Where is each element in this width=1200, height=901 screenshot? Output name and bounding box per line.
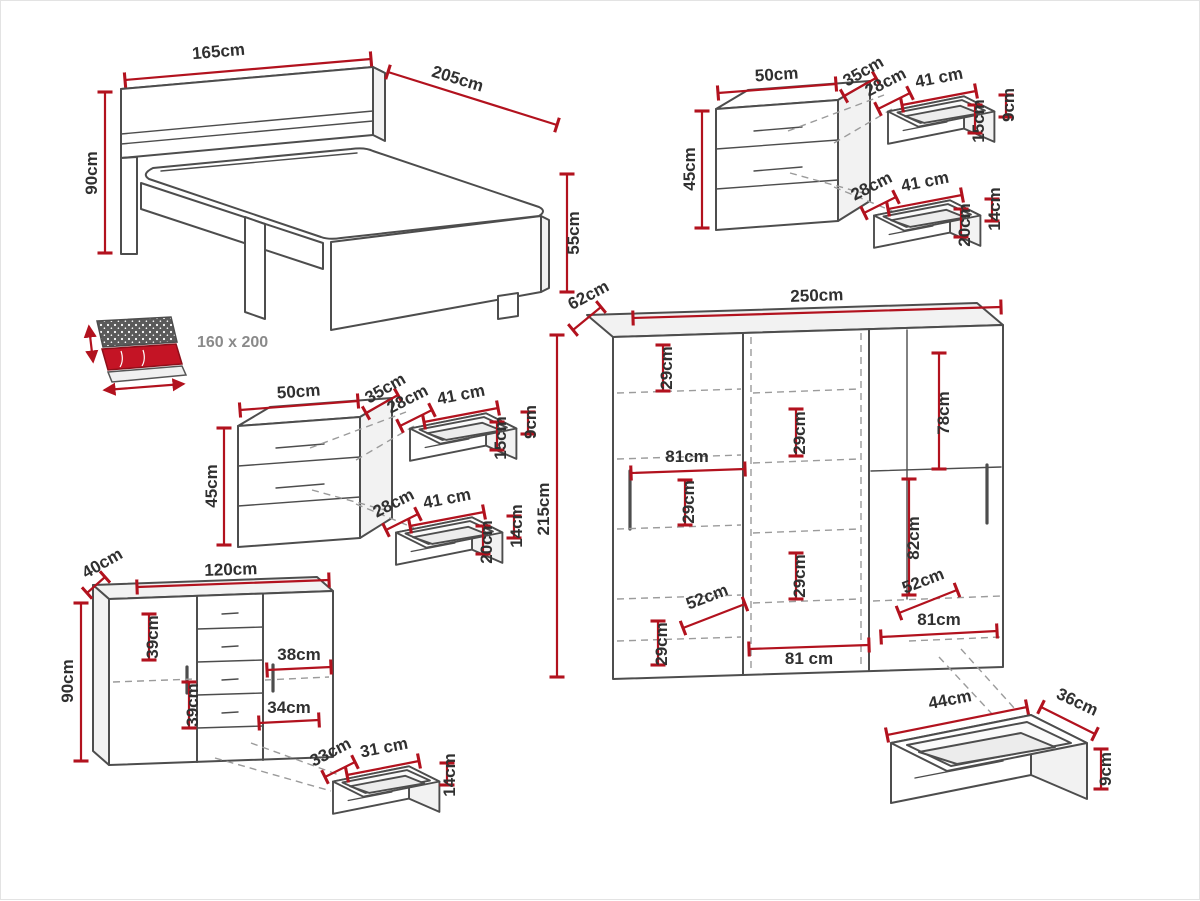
drawer-height-label: 14cm xyxy=(440,753,459,796)
nightstand-height-label: 45cm xyxy=(680,147,699,190)
wardrobe-dimensions: 62cm 250cm 215cm 29cm 78cm 29cm 81cm 29c… xyxy=(534,277,1003,679)
drawer-width-label: 41 cm xyxy=(913,64,964,92)
nightstand-2: 50cm 35cm 45cm 28cm 41 cm 9cm 15cm 28cm … xyxy=(202,369,540,566)
drawer-front-height-label: 15cm xyxy=(491,416,510,459)
bed-outline xyxy=(120,66,550,331)
dresser-i4-label: 34cm xyxy=(267,698,310,717)
wardrobe-i12-label: 81cm xyxy=(917,610,960,629)
wardrobe-i1-label: 29cm xyxy=(657,346,676,389)
drawer-back-height-label: 9cm xyxy=(999,88,1018,122)
nightstand-drawer-top: 28cm 41 cm 9cm 15cm xyxy=(862,64,1018,145)
nightstand-height-label: 45cm xyxy=(202,464,221,507)
drawer-back-height-label: 14cm xyxy=(507,504,526,547)
wardrobe-i5-label: 29cm xyxy=(679,480,698,523)
dresser-outline xyxy=(92,576,334,766)
wardrobe: 62cm 250cm 215cm 29cm 78cm 29cm 81cm 29c… xyxy=(534,277,1016,716)
drawer-front-height-label: 20cm xyxy=(477,520,496,563)
drawer-back-height-label: 14cm xyxy=(985,187,1004,230)
wardrobe-i10-label: 29cm xyxy=(652,622,671,665)
bed-foot-height-label: 55cm xyxy=(564,211,583,254)
drawer-width-label: 41 cm xyxy=(421,485,472,513)
big-drawer-height-label: 9cm xyxy=(1096,752,1115,786)
nightstand-drawer-top: 28cm 41 cm 9cm 15cm xyxy=(384,381,540,462)
nightstand-drawer-bottom: 28cm 41 cm 14cm 20cm xyxy=(370,485,526,566)
bed: 165cm 205cm 90cm 55cm 160 x 200 xyxy=(82,40,583,396)
bed-dimensions: 165cm 205cm 90cm 55cm xyxy=(82,40,583,294)
wardrobe-i2-label: 78cm xyxy=(934,391,953,434)
bed-width-label: 165cm xyxy=(191,40,245,64)
wardrobe-i11-label: 81 cm xyxy=(785,649,833,668)
big-drawer-width-label: 36cm xyxy=(1054,684,1101,720)
drawer-width-label: 41 cm xyxy=(435,381,486,409)
bed-height-label: 90cm xyxy=(82,151,101,194)
dresser-i3-label: 39cm xyxy=(183,683,202,726)
dresser: 40cm 120cm 90cm 39cm 38cm 39cm 34cm 33cm… xyxy=(58,544,459,815)
dresser-depth-label: 40cm xyxy=(79,544,126,582)
drawer-front-height-label: 20cm xyxy=(955,203,974,246)
mattress-size-icon: 160 x 200 xyxy=(83,316,268,396)
wardrobe-i3-label: 29cm xyxy=(790,411,809,454)
wardrobe-drawer: 44cm 36cm 9cm xyxy=(883,684,1115,804)
wardrobe-height-label: 215cm xyxy=(534,483,553,536)
drawer-front-height-label: 15cm xyxy=(969,99,988,142)
big-drawer-depth-label: 44cm xyxy=(927,686,973,713)
nightstand-width-label: 50cm xyxy=(276,381,321,403)
nightstand-drawer-bottom: 28cm 41 cm 14cm 20cm xyxy=(848,168,1004,249)
nightstand-1: 50cm 35cm 45cm 28cm 41 cm 9cm 15cm 28cm … xyxy=(680,52,1018,249)
bed-depth-label: 205cm xyxy=(430,62,486,96)
wardrobe-i6-label: 29cm xyxy=(790,554,809,597)
wardrobe-i7-label: 82cm xyxy=(904,516,923,559)
dresser-i1-label: 39cm xyxy=(143,615,162,658)
dresser-width-label: 120cm xyxy=(204,559,258,580)
dresser-drawer: 33cm 31 cm 14cm xyxy=(307,734,459,815)
dresser-i2-label: 38cm xyxy=(277,645,320,664)
wardrobe-width-label: 250cm xyxy=(790,285,844,306)
dresser-dimensions: 40cm 120cm 90cm 39cm 38cm 39cm 34cm xyxy=(58,544,333,763)
wardrobe-i4-label: 81cm xyxy=(665,447,708,466)
nightstand-outline xyxy=(715,80,871,231)
nightstand-width-label: 50cm xyxy=(754,64,799,86)
nightstand-outline xyxy=(237,397,393,548)
drawer-width-label: 31 cm xyxy=(358,734,409,762)
dresser-height-label: 90cm xyxy=(58,659,77,702)
drawer-back-height-label: 9cm xyxy=(521,405,540,439)
wardrobe-depth-label: 62cm xyxy=(565,277,612,314)
mattress-size-label: 160 x 200 xyxy=(197,334,268,351)
drawer-width-label: 41 cm xyxy=(899,168,950,196)
